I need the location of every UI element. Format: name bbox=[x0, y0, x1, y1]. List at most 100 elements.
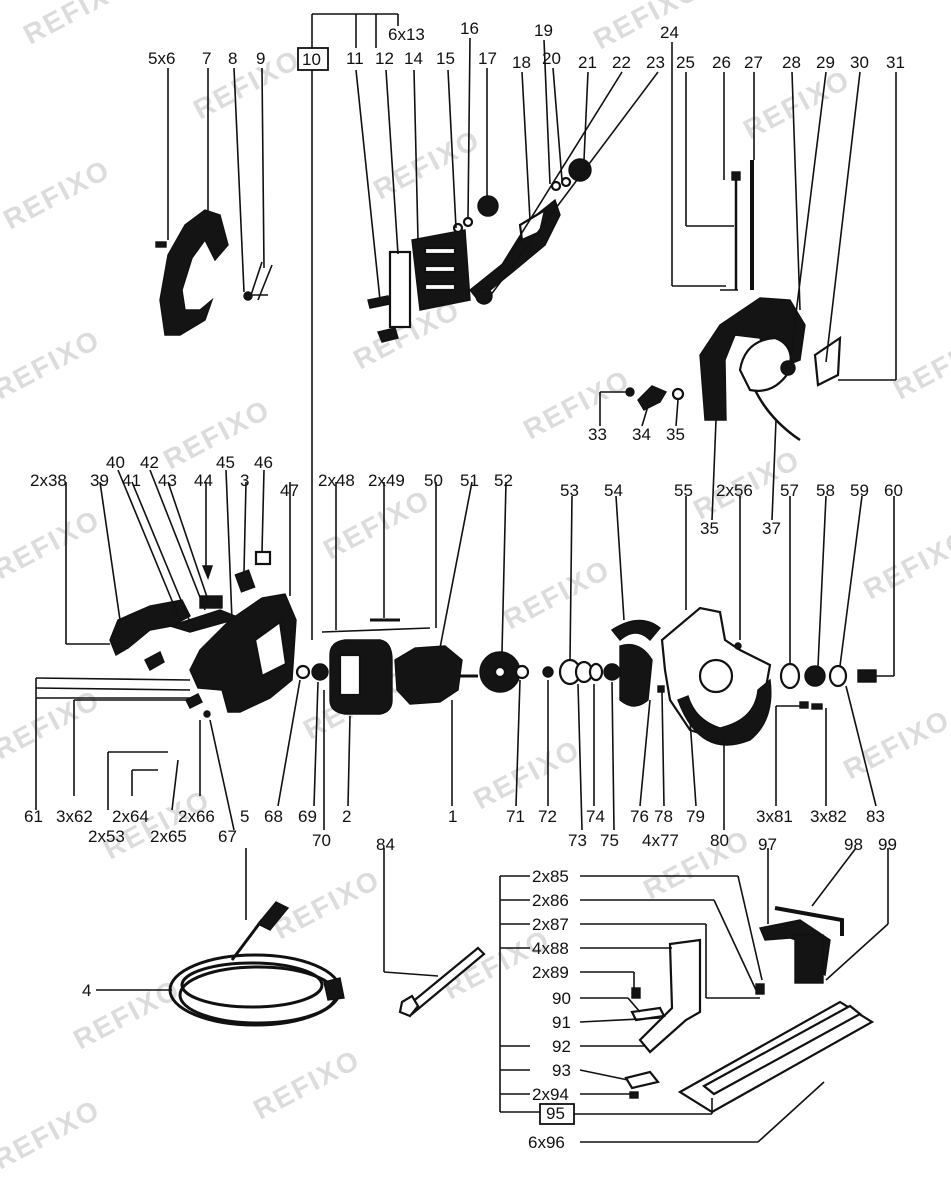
arbor-part bbox=[698, 658, 734, 694]
housing-window-part bbox=[253, 620, 288, 678]
label-40: 40 bbox=[106, 453, 125, 472]
bolt-part bbox=[367, 295, 391, 309]
label-6x13: 6x13 bbox=[388, 25, 425, 44]
label-73: 73 bbox=[568, 831, 587, 850]
guard-segment-part bbox=[619, 643, 653, 707]
flange-part bbox=[828, 664, 848, 688]
label-3: 3 bbox=[240, 471, 249, 490]
pin-part bbox=[243, 291, 253, 301]
bearing-part bbox=[311, 663, 329, 681]
wrench-group bbox=[383, 848, 486, 1018]
screw-part bbox=[203, 710, 211, 718]
label-71: 71 bbox=[506, 807, 525, 826]
label-2x64: 2x64 bbox=[112, 807, 149, 826]
label-2x85: 2x85 bbox=[532, 867, 569, 886]
label-59: 59 bbox=[850, 481, 869, 500]
label-17: 17 bbox=[478, 49, 497, 68]
label-97: 97 bbox=[758, 835, 777, 854]
rod-head-part bbox=[731, 171, 741, 181]
wrench-head-part bbox=[398, 994, 420, 1018]
guard-window-part bbox=[738, 336, 793, 392]
label-90: 90 bbox=[552, 989, 571, 1008]
knob-part bbox=[568, 158, 592, 182]
screw-part bbox=[625, 387, 635, 397]
slot-part bbox=[423, 282, 457, 292]
callout-box-10 bbox=[297, 47, 329, 71]
armature-part bbox=[394, 645, 463, 705]
lever-part bbox=[637, 385, 668, 411]
cover-part bbox=[109, 599, 191, 657]
watermark: REFIXO bbox=[0, 683, 105, 765]
depth-bracket-group bbox=[297, 13, 659, 640]
label-28: 28 bbox=[782, 53, 801, 72]
label-6x96: 6x96 bbox=[528, 1133, 565, 1152]
plug-part bbox=[323, 977, 345, 1001]
label-2: 2 bbox=[342, 807, 351, 826]
knob-part bbox=[780, 360, 796, 376]
label-20: 20 bbox=[542, 49, 561, 68]
watermark: REFIXO bbox=[518, 363, 635, 445]
label-45: 45 bbox=[216, 453, 235, 472]
bearing-part bbox=[603, 663, 621, 681]
screw-part bbox=[629, 1091, 639, 1099]
label-84: 84 bbox=[376, 835, 395, 854]
label-10: 10 bbox=[302, 50, 321, 69]
blade-guard-lower-part bbox=[677, 678, 772, 746]
label-15: 15 bbox=[436, 49, 455, 68]
label-58: 58 bbox=[816, 481, 835, 500]
watermark: REFIXO bbox=[738, 63, 855, 145]
guard-part bbox=[699, 297, 806, 421]
label-51: 51 bbox=[460, 471, 479, 490]
screw-part bbox=[734, 642, 742, 650]
screw-part bbox=[811, 703, 823, 710]
label-61: 61 bbox=[24, 807, 43, 826]
label-27: 27 bbox=[744, 53, 763, 72]
label-2x49: 2x49 bbox=[368, 471, 405, 490]
rip-fence-part bbox=[638, 938, 702, 1054]
cord-group bbox=[96, 848, 345, 1027]
blade-flange-group bbox=[542, 495, 895, 831]
label-72: 72 bbox=[538, 807, 557, 826]
watermark: REFIXO bbox=[248, 1043, 365, 1125]
label-41: 41 bbox=[122, 471, 141, 490]
label-25: 25 bbox=[676, 53, 695, 72]
label-57: 57 bbox=[780, 481, 799, 500]
guard-segment-part bbox=[610, 619, 661, 642]
top-left-handle-group bbox=[155, 67, 273, 336]
label-4: 4 bbox=[82, 981, 91, 1000]
label-42: 42 bbox=[140, 453, 159, 472]
label-50: 50 bbox=[424, 471, 443, 490]
slot-part bbox=[423, 264, 457, 274]
label-3x82: 3x82 bbox=[810, 807, 847, 826]
part-labels: 5x6 7 8 9 10 11 12 6x13 14 15 16 17 18 1… bbox=[24, 19, 905, 1152]
screw-part bbox=[201, 565, 213, 580]
label-80: 80 bbox=[710, 831, 729, 850]
bracket-side-part bbox=[794, 934, 824, 984]
label-11: 11 bbox=[346, 49, 364, 68]
plate-part bbox=[813, 335, 842, 387]
label-83: 83 bbox=[866, 807, 885, 826]
label-7: 7 bbox=[202, 49, 211, 68]
label-2x87: 2x87 bbox=[532, 915, 569, 934]
label-30: 30 bbox=[850, 53, 869, 72]
base-slot-part bbox=[702, 1004, 862, 1096]
washer-part bbox=[462, 216, 474, 228]
label-18: 18 bbox=[512, 53, 531, 72]
washer-part bbox=[542, 666, 554, 678]
label-16: 16 bbox=[460, 19, 479, 38]
ring-part bbox=[588, 662, 604, 682]
stator-window-part bbox=[338, 653, 362, 697]
label-4x88: 4x88 bbox=[532, 939, 569, 958]
bolt-part bbox=[857, 669, 877, 683]
label-21: 21 bbox=[578, 53, 597, 72]
knob-part bbox=[477, 195, 499, 217]
gear-hub-part bbox=[493, 665, 507, 679]
label-2x56: 2x56 bbox=[716, 481, 753, 500]
label-76: 76 bbox=[630, 807, 649, 826]
label-46: 46 bbox=[254, 453, 273, 472]
brush-holder-part bbox=[254, 550, 272, 566]
label-74: 74 bbox=[586, 807, 605, 826]
label-31: 31 bbox=[886, 53, 905, 72]
